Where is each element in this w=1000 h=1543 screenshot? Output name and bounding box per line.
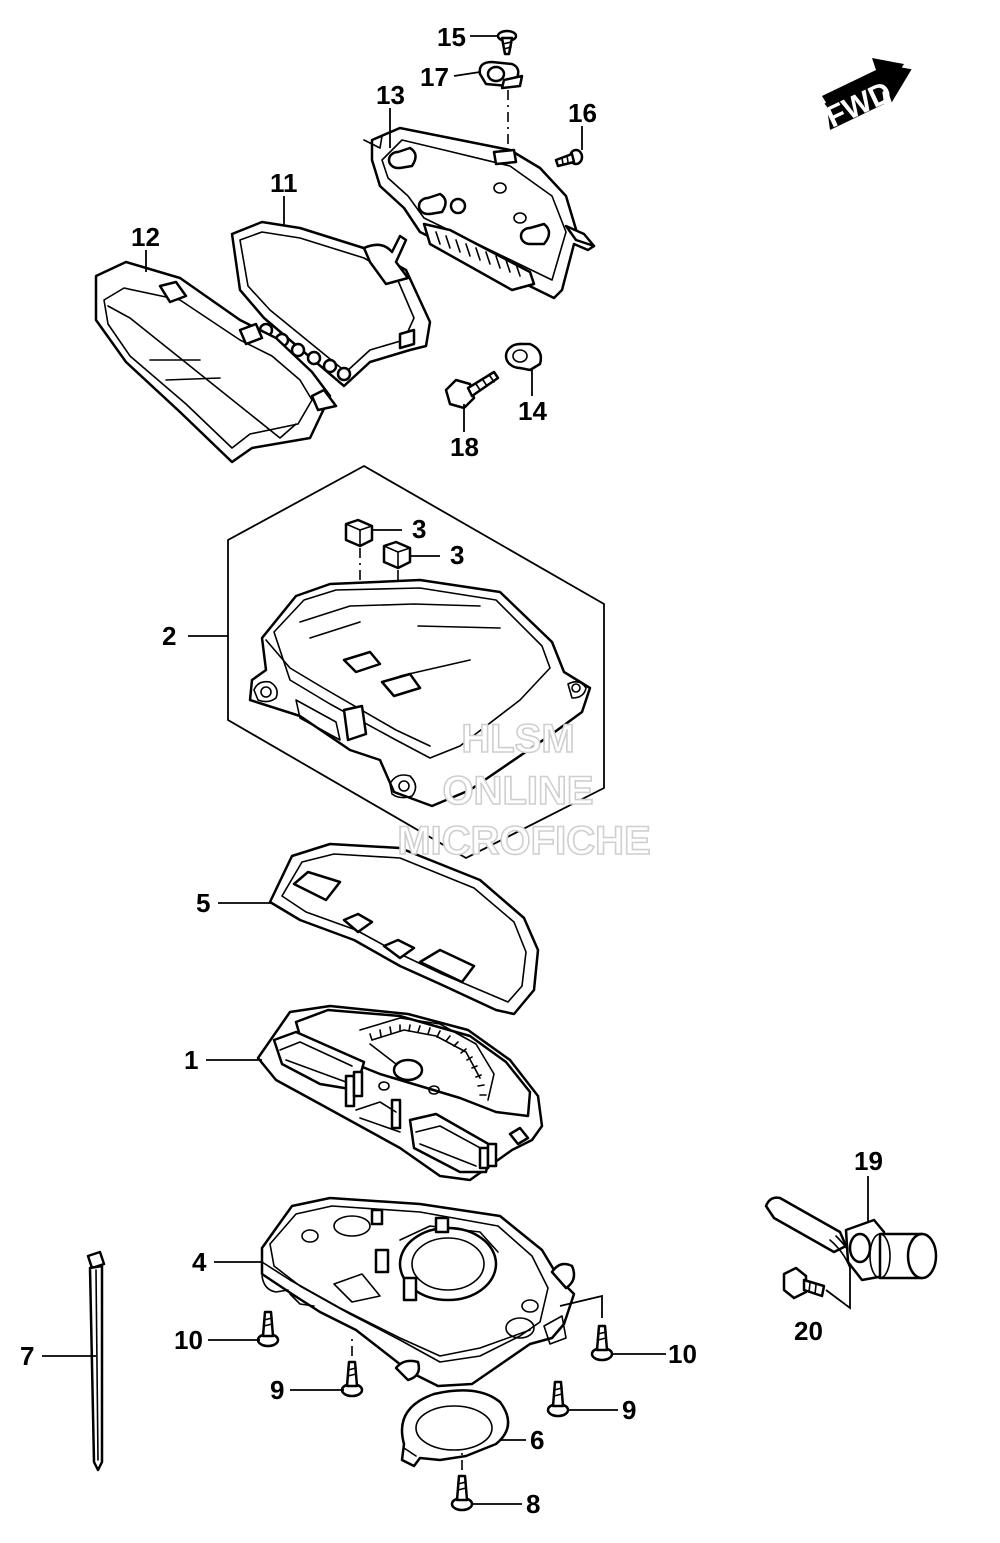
screw-10a: [256, 1310, 280, 1348]
callout-13: 13: [376, 80, 405, 110]
watermark-line-2: ONLINE: [442, 769, 593, 813]
callout-18: 18: [450, 432, 479, 462]
kit-frame-2: [227, 464, 605, 860]
clamp-17: [478, 60, 524, 90]
meter-case-2: [248, 578, 592, 808]
meter-bracket-13: [363, 126, 596, 300]
meter-panel-11: [230, 220, 432, 388]
rubber-cushion-3b: [382, 540, 412, 570]
screw-10b: [590, 1324, 614, 1362]
callout-10a: 10: [174, 1325, 203, 1355]
callout-5: 5: [196, 888, 210, 918]
screw-8: [450, 1474, 474, 1512]
screw-9a: [340, 1360, 364, 1398]
watermark-line-3: MICROFICHE: [397, 819, 650, 863]
cable-tie-7: [86, 1250, 106, 1472]
watermark: HLSM ONLINE MICROFICHE: [397, 716, 652, 864]
callout-16: 16: [568, 98, 597, 128]
meter-assembly-1: [256, 1004, 544, 1182]
screw-9b: [546, 1380, 570, 1418]
callout-9a: 9: [270, 1375, 284, 1405]
watermark-line-1: HLSM: [461, 717, 574, 761]
callout-20: 20: [794, 1316, 823, 1346]
bolt-18: [444, 370, 500, 410]
speed-sensor-19: [764, 1196, 938, 1282]
grommet-14: [504, 342, 543, 372]
callout-8: 8: [526, 1489, 540, 1519]
meter-cover-12: [94, 260, 338, 464]
callout-14: 14: [518, 396, 547, 426]
bolt-20: [782, 1266, 826, 1300]
leader-lines: [42, 35, 869, 1505]
callout-9b: 9: [622, 1395, 636, 1425]
callout-6: 6: [530, 1425, 544, 1455]
callout-17: 17: [420, 62, 449, 92]
rubber-cushion-3a: [344, 518, 374, 548]
callout-12: 12: [131, 222, 160, 252]
callout-2: 2: [162, 621, 176, 651]
tachometer-scale: [369, 1024, 487, 1096]
callout-11: 11: [270, 168, 298, 198]
callout-labels: 15 17 16 13 11 12 14 18 3 3 2 5 1 4 10 9…: [20, 22, 883, 1519]
callout-1: 1: [184, 1045, 198, 1075]
plate-6: [400, 1389, 510, 1468]
fwd-arrow-icon: FWD: [821, 58, 912, 134]
callout-7: 7: [20, 1341, 34, 1371]
callout-15: 15: [437, 22, 466, 52]
gasket-5: [268, 842, 540, 1016]
callout-3b: 3: [450, 540, 464, 570]
screw-16: [554, 148, 584, 168]
lower-cover-4: [260, 1196, 576, 1388]
screw-15: [496, 29, 518, 56]
callout-3a: 3: [412, 514, 426, 544]
callout-10b: 10: [668, 1339, 697, 1369]
callout-4: 4: [192, 1247, 207, 1277]
callout-19: 19: [854, 1146, 883, 1176]
